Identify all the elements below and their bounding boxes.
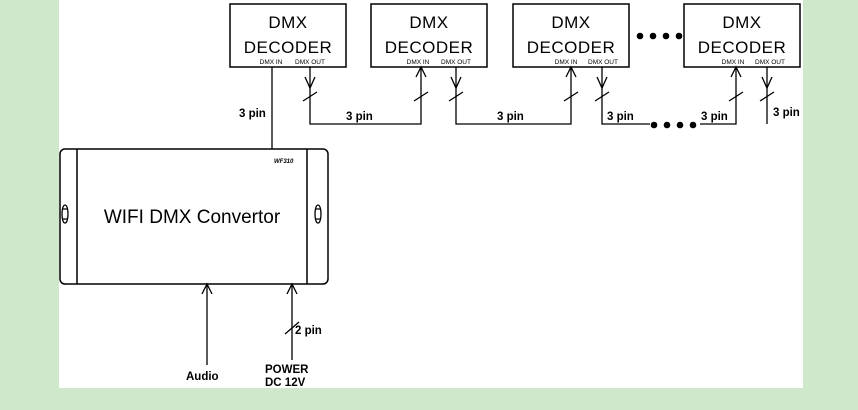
audio-label: Audio xyxy=(186,371,219,383)
pin-label-link-2: 3 pin xyxy=(497,111,524,123)
decoder-1-box xyxy=(229,3,347,68)
converter-body xyxy=(59,148,329,285)
decoder-4-labels: DMX DECODER DMX IN DMX OUT xyxy=(698,13,787,66)
converter-name: WIFI DMX Convertor xyxy=(104,207,281,228)
right-clip-icon xyxy=(314,204,322,224)
port-out-label: DMX OUT xyxy=(441,59,471,66)
pin-label-link-1: 3 pin xyxy=(346,111,373,123)
port-out-label: DMX OUT xyxy=(295,59,325,66)
power-label: POWER xyxy=(265,364,309,376)
left-clip-icon xyxy=(61,204,69,224)
decoder-title: DECODER xyxy=(527,38,616,57)
port-out-label: DMX OUT xyxy=(588,59,618,66)
port-in-label: DMX IN xyxy=(407,59,430,66)
link-cable-2 xyxy=(455,106,572,125)
port-in-label: DMX IN xyxy=(722,59,745,66)
converter xyxy=(59,148,329,285)
continuation-dots-top xyxy=(636,32,683,40)
pin-label-output: 3 pin xyxy=(239,108,266,120)
decoder-title: DECODER xyxy=(244,38,333,57)
power-pin-label: 2 pin xyxy=(295,325,322,337)
decoder-3 xyxy=(512,3,630,106)
decoder-4 xyxy=(683,3,801,124)
decoder-2-box xyxy=(370,3,488,68)
decoder-1 xyxy=(229,3,347,106)
continuation-dots-bottom xyxy=(650,121,697,129)
link-cable-3b xyxy=(700,106,737,125)
port-out-label: DMX OUT xyxy=(755,59,785,66)
power-input xyxy=(284,282,300,360)
decoder-title: DMX xyxy=(268,13,307,32)
port-in-label: DMX IN xyxy=(260,59,283,66)
decoder-title: DMX xyxy=(722,13,761,32)
power-voltage-label: DC 12V xyxy=(265,377,306,389)
pin-label-link-4: 3 pin xyxy=(701,111,728,123)
pin-label-link-3: 3 pin xyxy=(607,111,634,123)
link-cable-3a xyxy=(601,106,650,125)
port-in-label: DMX IN xyxy=(555,59,578,66)
decoder-title: DMX xyxy=(551,13,590,32)
decoder-2 xyxy=(370,3,488,106)
decoder-2-labels: DMX DECODER DMX IN DMX OUT xyxy=(385,13,474,66)
decoder-title: DECODER xyxy=(385,38,474,57)
diagram-panel xyxy=(59,0,803,388)
converter-model: WF310 xyxy=(274,159,294,165)
decoder-1-labels: DMX DECODER DMX IN DMX OUT xyxy=(244,13,333,66)
link-cable-1 xyxy=(309,106,422,125)
pin-label-final: 3 pin xyxy=(773,107,800,119)
decoder-4-box xyxy=(683,3,801,68)
decoder-title: DMX xyxy=(409,13,448,32)
decoder-3-labels: DMX DECODER DMX IN DMX OUT xyxy=(527,13,618,66)
audio-input xyxy=(201,282,213,365)
decoder-title: DECODER xyxy=(698,38,787,57)
